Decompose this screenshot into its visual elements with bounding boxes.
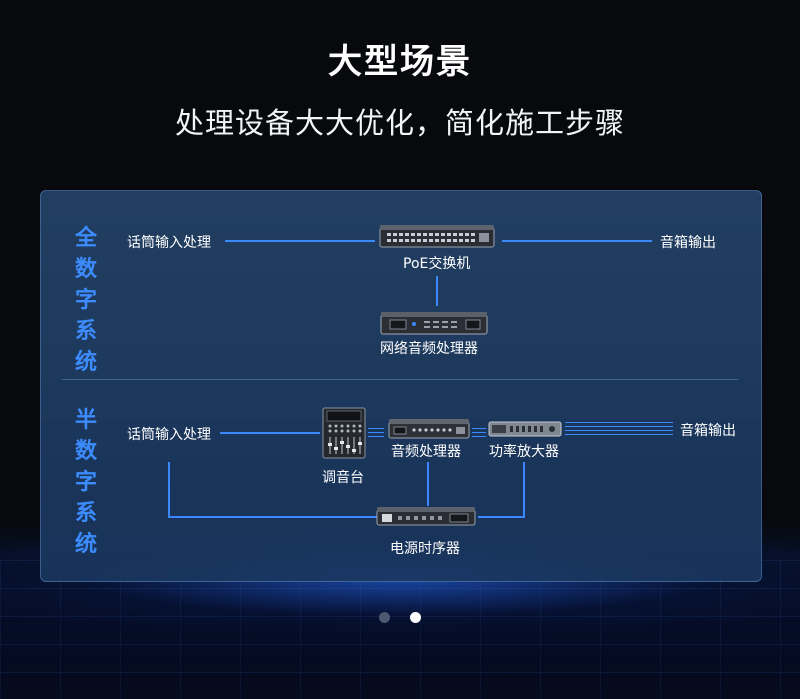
mixer-to-processor-line-2 [368,432,384,433]
amp-output-line-1 [565,422,673,423]
semi-digital-section-label: 半数字系统 [74,408,97,557]
pagination-dot-1[interactable] [379,612,390,623]
processor-to-amp-line-2 [472,432,486,433]
semi-mic-to-mixer-line [220,432,320,434]
network-audio-processor-label: 网络音频处理器 [380,341,478,357]
poe-switch-icon [379,224,495,250]
power-right-horizontal-line [478,516,525,518]
semi-mic-input-label: 话筒输入处理 [127,427,211,443]
power-sequencer-label: 电源时序器 [390,541,460,557]
section-divider [62,379,738,380]
network-audio-processor-icon [380,310,488,336]
poe-switch-label: PoE交换机 [403,256,471,272]
pagination-dot-2[interactable] [410,612,421,623]
audio-processor-icon [388,418,470,440]
page-subtitle: 处理设备大大优化，简化施工步骤 [174,106,625,140]
amp-output-line-2 [565,426,673,427]
audio-processor-label: 音频处理器 [391,444,461,460]
power-center-vertical-line [427,462,429,506]
semi-speaker-output-label: 音箱输出 [680,423,736,439]
power-amplifier-label: 功率放大器 [489,444,559,460]
full-switch-to-speaker-line [502,240,652,242]
power-amplifier-icon [488,420,562,438]
page-title: 大型场景 [328,42,472,82]
background-grid [0,560,800,699]
full-digital-section-label: 全数字系统 [74,226,97,375]
mixer-to-processor-line-1 [368,428,384,429]
amp-output-line-3 [565,430,673,431]
mixer-label: 调音台 [322,470,364,486]
power-left-horizontal-line [168,516,378,518]
amp-output-line-4 [565,434,673,435]
full-speaker-output-label: 音箱输出 [660,235,716,251]
power-right-vertical-line [523,462,525,518]
power-sequencer-icon [376,506,476,526]
pagination [0,612,800,626]
switch-to-processor-line [436,276,438,306]
power-left-vertical-line [168,462,170,518]
mixer-to-processor-line-3 [368,436,384,437]
processor-to-amp-line-1 [472,428,486,429]
full-mic-to-switch-line [225,240,375,242]
full-mic-input-label: 话筒输入处理 [127,235,211,251]
mixer-icon [322,407,366,459]
processor-to-amp-line-3 [472,436,486,437]
